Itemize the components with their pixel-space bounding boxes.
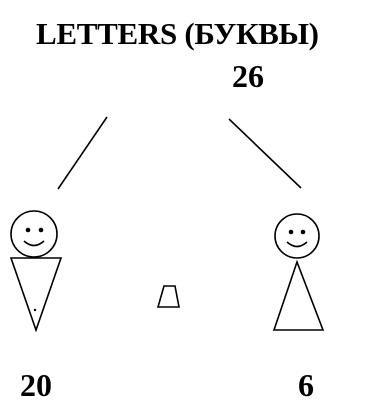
- right-branch-line: [228, 118, 302, 189]
- inverted-triangle-body-icon: [9, 257, 63, 333]
- right-count: 6: [298, 367, 314, 403]
- diagram-drawing: [9, 116, 325, 333]
- letters-diagram: LETTERS (БУКВЫ) 26: [9, 16, 325, 401]
- trapezoid-icon: [156, 285, 180, 308]
- triangle-body-icon: [272, 259, 325, 331]
- total-count: 26: [232, 58, 264, 94]
- left-count: 20: [20, 367, 52, 403]
- left-figure: [9, 210, 63, 333]
- diagram-title: LETTERS (БУКВЫ): [36, 16, 319, 51]
- left-smiley-face-icon: [10, 210, 58, 258]
- right-smiley-face-icon: [274, 213, 320, 259]
- right-figure: [272, 213, 325, 331]
- body-dot: [33, 308, 37, 312]
- left-branch-line: [57, 116, 108, 190]
